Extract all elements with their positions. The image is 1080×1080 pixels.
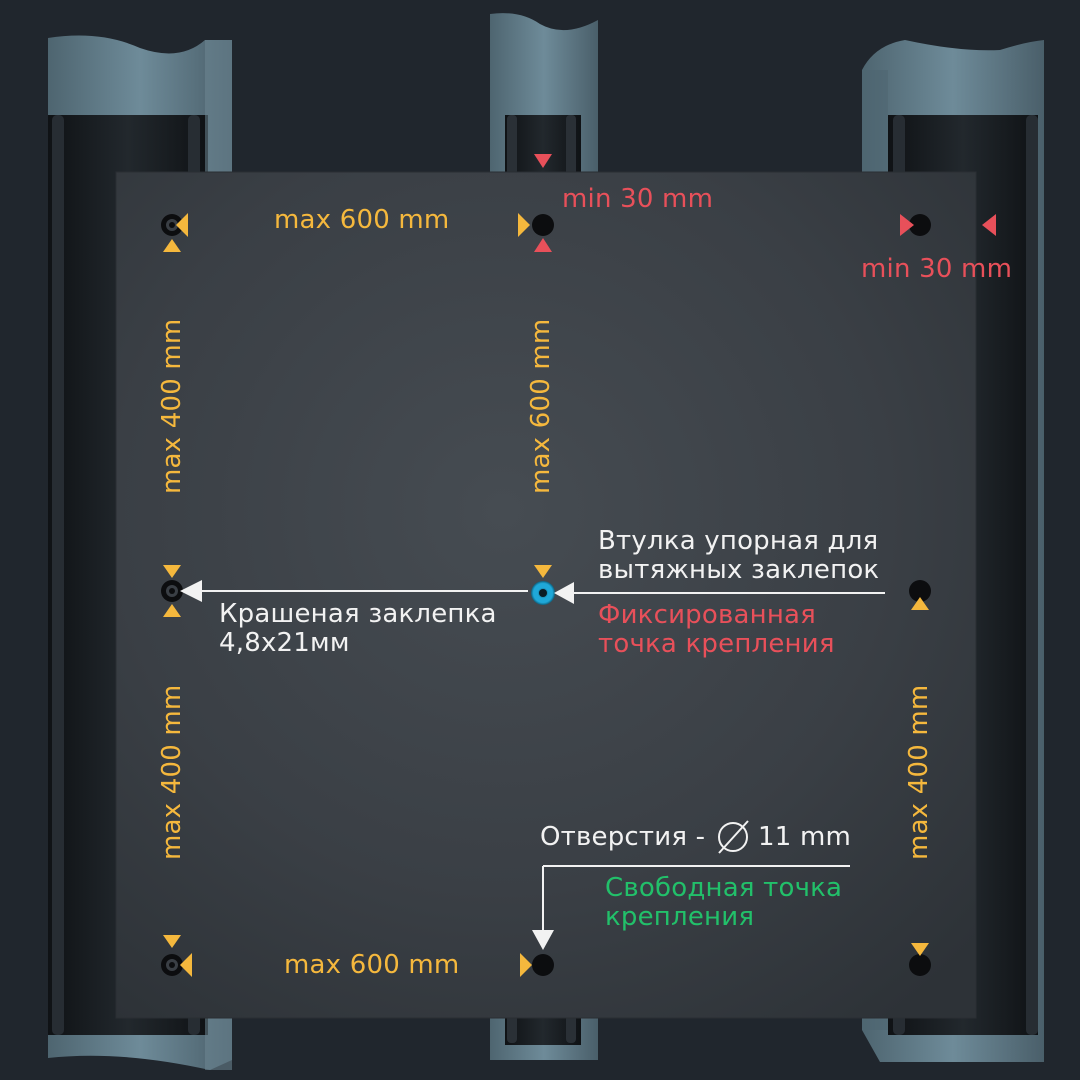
holes-label: Отверстия -: [540, 822, 706, 852]
diameter-icon: [718, 820, 749, 854]
bushing-label: Втулка упорная для вытяжных заклепок: [598, 526, 880, 586]
fixed-point-label-line2: точка крепления: [598, 629, 835, 660]
fixed-point-label-line1: Фиксированная: [598, 600, 817, 630]
bushing-fixed-point: [531, 581, 555, 605]
spacing-bottom-label: max 600 mm: [284, 950, 460, 980]
vertical-left-top-label: max 400 mm: [157, 318, 187, 494]
hole-bottom-right: [909, 954, 931, 976]
hole-top-middle: [532, 214, 554, 236]
dimension-markers: [163, 213, 929, 977]
rivet-top-left: [161, 214, 183, 236]
holes-diameter-label: 11 mm: [758, 822, 852, 852]
bushing-label-line1: Втулка упорная для: [598, 526, 879, 556]
free-point-label: Свободная точка крепления: [605, 873, 843, 933]
rivet-label-line1: Крашеная заклепка: [219, 599, 497, 629]
edge-right-label: min 30 mm: [861, 254, 1013, 284]
free-point-label-line1: Свободная точка: [605, 873, 843, 903]
rivet-label: Крашеная заклепка 4,8х21мм: [219, 599, 497, 659]
vertical-right-bottom-label: max 400 mm: [904, 684, 934, 860]
rivet-middle-left: [161, 580, 183, 602]
hole-bottom-middle: [532, 954, 554, 976]
edge-markers: [534, 154, 996, 252]
rivet-callout-arrow: [180, 580, 528, 602]
hole-top-right: [909, 214, 931, 236]
spacing-top-label: max 600 mm: [274, 205, 450, 235]
rivet-bottom-left: [161, 954, 183, 976]
vertical-left-bottom-label: max 400 mm: [157, 684, 187, 860]
fixed-point-label: Фиксированная точка крепления: [598, 600, 835, 660]
rivet-label-line2: 4,8х21мм: [219, 628, 350, 659]
holes-callout-arrow: [532, 865, 850, 950]
free-point-label-line2: крепления: [605, 902, 755, 933]
bushing-label-line2: вытяжных заклепок: [598, 555, 880, 586]
bushing-callout-arrow: [554, 582, 885, 604]
vertical-middle-label: max 600 mm: [526, 318, 556, 494]
hole-middle-right: [909, 580, 931, 602]
edge-top-label: min 30 mm: [562, 184, 714, 214]
